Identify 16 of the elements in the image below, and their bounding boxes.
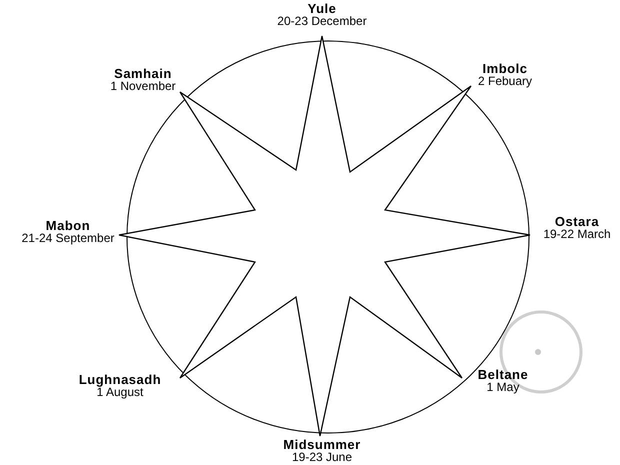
festival-date: 1 August — [96, 386, 144, 399]
festival-date: 20-23 December — [277, 15, 367, 28]
festival-date: 21-24 September — [22, 232, 114, 245]
festival-name: Midsummer — [283, 438, 361, 451]
festival-name: Imbolc — [482, 62, 528, 75]
festival-date: 19-23 June — [290, 451, 354, 464]
festival-name: Beltane — [478, 368, 528, 381]
festival-date: 2 Febuary — [478, 75, 532, 88]
festival-name: Mabon — [44, 219, 92, 232]
festival-date: 1 November — [110, 80, 176, 93]
festival-date: 19-22 March — [543, 228, 611, 241]
festival-name: Ostara — [554, 215, 600, 228]
festival-name: Lughnasadh — [78, 373, 162, 386]
festival-date: 1 May — [486, 381, 520, 394]
festival-name: Yule — [306, 2, 338, 15]
festival-name: Samhain — [113, 67, 173, 80]
